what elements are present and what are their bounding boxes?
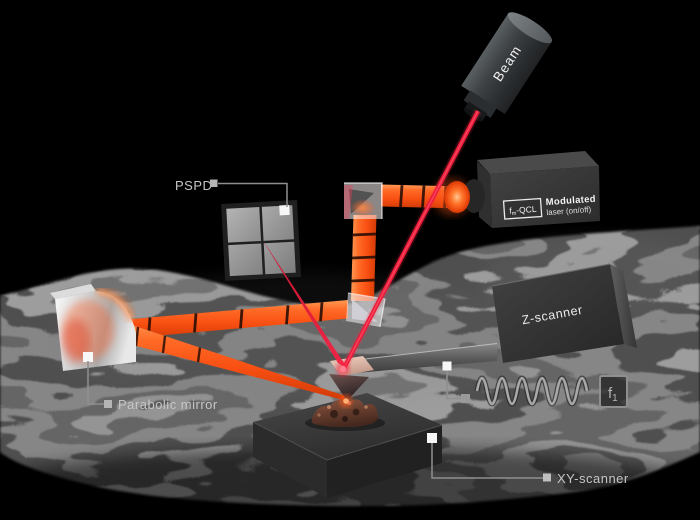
qcl-title: Modulated: [545, 194, 596, 208]
qcl-top-face: [477, 151, 599, 174]
xy-anchor-marker: [427, 433, 437, 443]
oscillation-leader-line: [446, 370, 461, 400]
qcl-beam-exit: [444, 181, 470, 213]
ir-beam-to-mirror: [116, 300, 348, 340]
qcl-badge-box: [502, 197, 543, 220]
pspd-detector: [221, 200, 301, 281]
qcl-subtitle: laser (on/off): [546, 205, 592, 217]
red-laser-path: [262, 109, 482, 408]
frequency-box: [599, 375, 628, 408]
beam-laser-cap: [507, 12, 553, 44]
platform-edge-highlight: [252, 421, 443, 461]
rock-crevice: [342, 416, 348, 422]
mirror-anchor-marker: [83, 352, 93, 362]
qcl-laser: fm-QCL Modulated laser (on/off): [433, 151, 600, 228]
rock-highlight: [327, 405, 331, 409]
mirror-notch-edge: [96, 289, 134, 321]
callout-marker: [543, 473, 551, 482]
qcl-lens-barrel: [463, 179, 485, 213]
frequency-label: f1: [608, 385, 618, 404]
qcl-badge-text: fm-QCL: [509, 204, 537, 217]
pspd-label: PSPD: [175, 178, 212, 193]
prism-edge-highlight: [347, 292, 386, 328]
red-laser-reflected: [262, 239, 348, 369]
ir-beam-vertical-gaps: [351, 232, 377, 283]
smoke-highlight-center: [50, 272, 550, 408]
ir-beam-lower: [116, 300, 348, 401]
qcl-front-face: [490, 166, 600, 228]
z-scanner: Z-scanner: [491, 263, 637, 363]
tip-ir-dot: [343, 398, 349, 404]
oscillation-callout: f1: [442, 361, 628, 408]
beam-laser-nozzle-ring: [463, 90, 497, 118]
pspd-quadrant-bl: [228, 243, 263, 277]
z-scanner-top-edge: [491, 263, 611, 287]
prism-edge-highlight: [344, 182, 383, 219]
prism-orange-glow: [350, 199, 376, 217]
callout-marker: [210, 179, 218, 187]
parabolic-mirror-label: Parabolic mirror: [118, 397, 218, 412]
cantilever-tip: [329, 374, 369, 401]
xy-scanner-label: XY-scanner: [557, 471, 629, 486]
callout-marker: [104, 400, 112, 408]
prism-mirror-upper: [344, 182, 383, 219]
xy-leader-line: [431, 443, 543, 479]
red-laser-hit-dot: [339, 365, 347, 373]
pspd-leader-line: [218, 182, 288, 207]
platform-side-right: [327, 425, 442, 498]
rock-crevice: [352, 408, 360, 416]
pspd-quadrant-tl: [226, 206, 262, 243]
prism-red-tint: [344, 185, 353, 219]
ir-beam-focused-gaps: [134, 326, 202, 363]
xy-scanner-callout: XY-scanner: [427, 433, 629, 486]
xy-scanner-platform: [252, 393, 443, 498]
pspd-anchor-marker: [279, 204, 290, 216]
cantilever-arm: [355, 343, 497, 373]
qcl-label-group: fm-QCL Modulated laser (on/off): [502, 194, 596, 220]
platform-side-left: [253, 422, 327, 498]
parabolic-mirror-callout: Parabolic mirror: [87, 361, 218, 412]
rock-crevice: [330, 410, 338, 418]
rock-highlight: [317, 413, 321, 417]
cantilever-anchor-marker: [442, 361, 452, 371]
rock-highlight: [364, 405, 368, 409]
mirror-leader-line: [87, 361, 105, 405]
cantilever-arm-highlight: [356, 343, 498, 361]
parabolic-mirror: [50, 284, 136, 371]
pspd-quadrant-br: [263, 241, 296, 275]
sine-wave: [475, 376, 589, 406]
z-scanner-side: [610, 264, 637, 348]
ir-beam-focused: [117, 320, 345, 401]
beam-laser-nozzle-tip: [463, 108, 483, 122]
beam-laser: Beam: [461, 12, 553, 122]
red-laser-incident-core: [342, 110, 479, 371]
z-scanner-front: [492, 264, 624, 363]
pspd-callout: PSPD: [175, 178, 288, 207]
beam-laser-body: [461, 13, 552, 115]
mirror-top-face: [50, 284, 96, 299]
callout-marker: [461, 394, 470, 403]
sample: [311, 399, 379, 428]
